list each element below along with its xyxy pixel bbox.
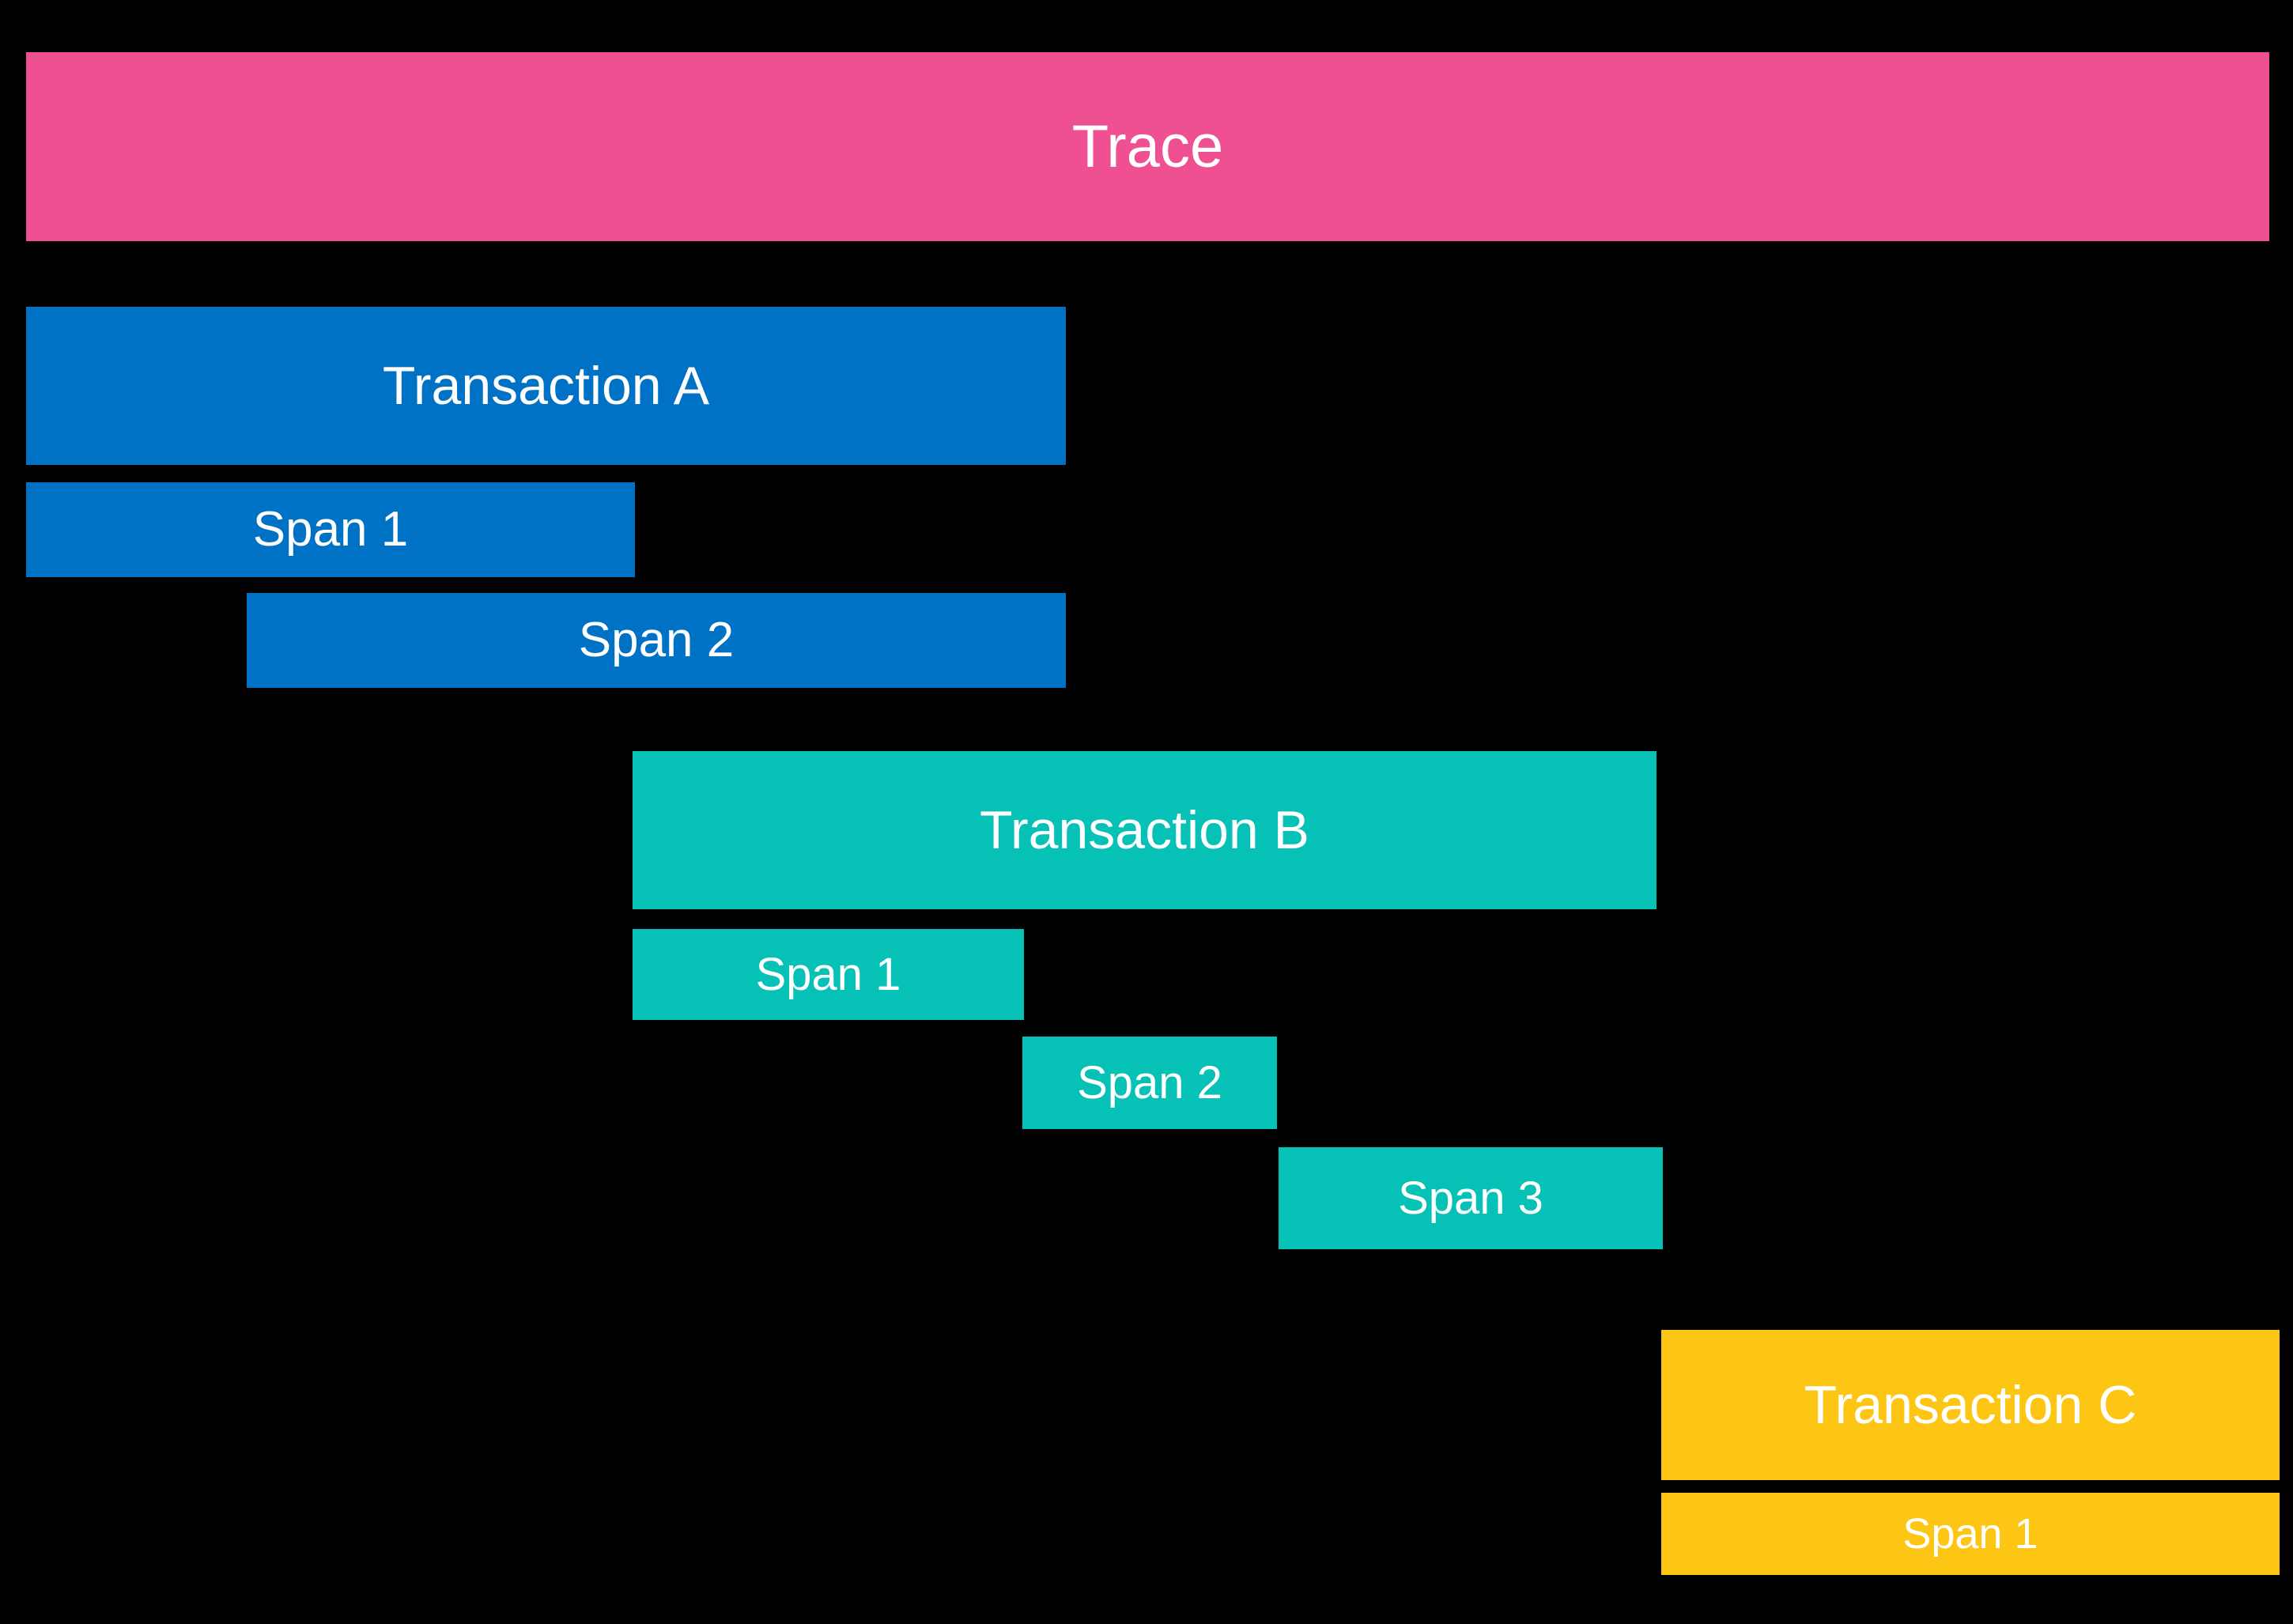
transaction-b-span-2-bar[interactable]: Span 2 [1022, 1037, 1277, 1129]
transaction-b-span-3-bar-label: Span 3 [1398, 1172, 1543, 1224]
transaction-b-bar[interactable]: Transaction B [633, 751, 1656, 909]
trace-bar-label: Trace [1071, 112, 1224, 180]
transaction-c-span-1-bar-label: Span 1 [1902, 1510, 2038, 1558]
transaction-a-span-1-bar[interactable]: Span 1 [26, 482, 635, 577]
transaction-b-span-3-bar[interactable]: Span 3 [1279, 1147, 1663, 1249]
transaction-b-span-1-bar-label: Span 1 [755, 948, 901, 1000]
transaction-b-span-2-bar-label: Span 2 [1077, 1056, 1222, 1108]
trace-bar[interactable]: Trace [26, 52, 2269, 241]
transaction-a-span-2-bar-label: Span 2 [578, 613, 735, 667]
transaction-a-span-1-bar-label: Span 1 [252, 502, 409, 557]
transaction-b-span-1-bar[interactable]: Span 1 [633, 929, 1024, 1020]
transaction-c-span-1-bar[interactable]: Span 1 [1661, 1493, 2280, 1575]
transaction-c-bar-label: Transaction C [1804, 1375, 2137, 1435]
transaction-a-bar-label: Transaction A [382, 356, 710, 416]
transaction-b-bar-label: Transaction B [980, 800, 1309, 860]
transaction-c-bar[interactable]: Transaction C [1661, 1330, 2280, 1480]
transaction-a-span-2-bar[interactable]: Span 2 [247, 593, 1066, 688]
transaction-a-bar[interactable]: Transaction A [26, 307, 1066, 465]
